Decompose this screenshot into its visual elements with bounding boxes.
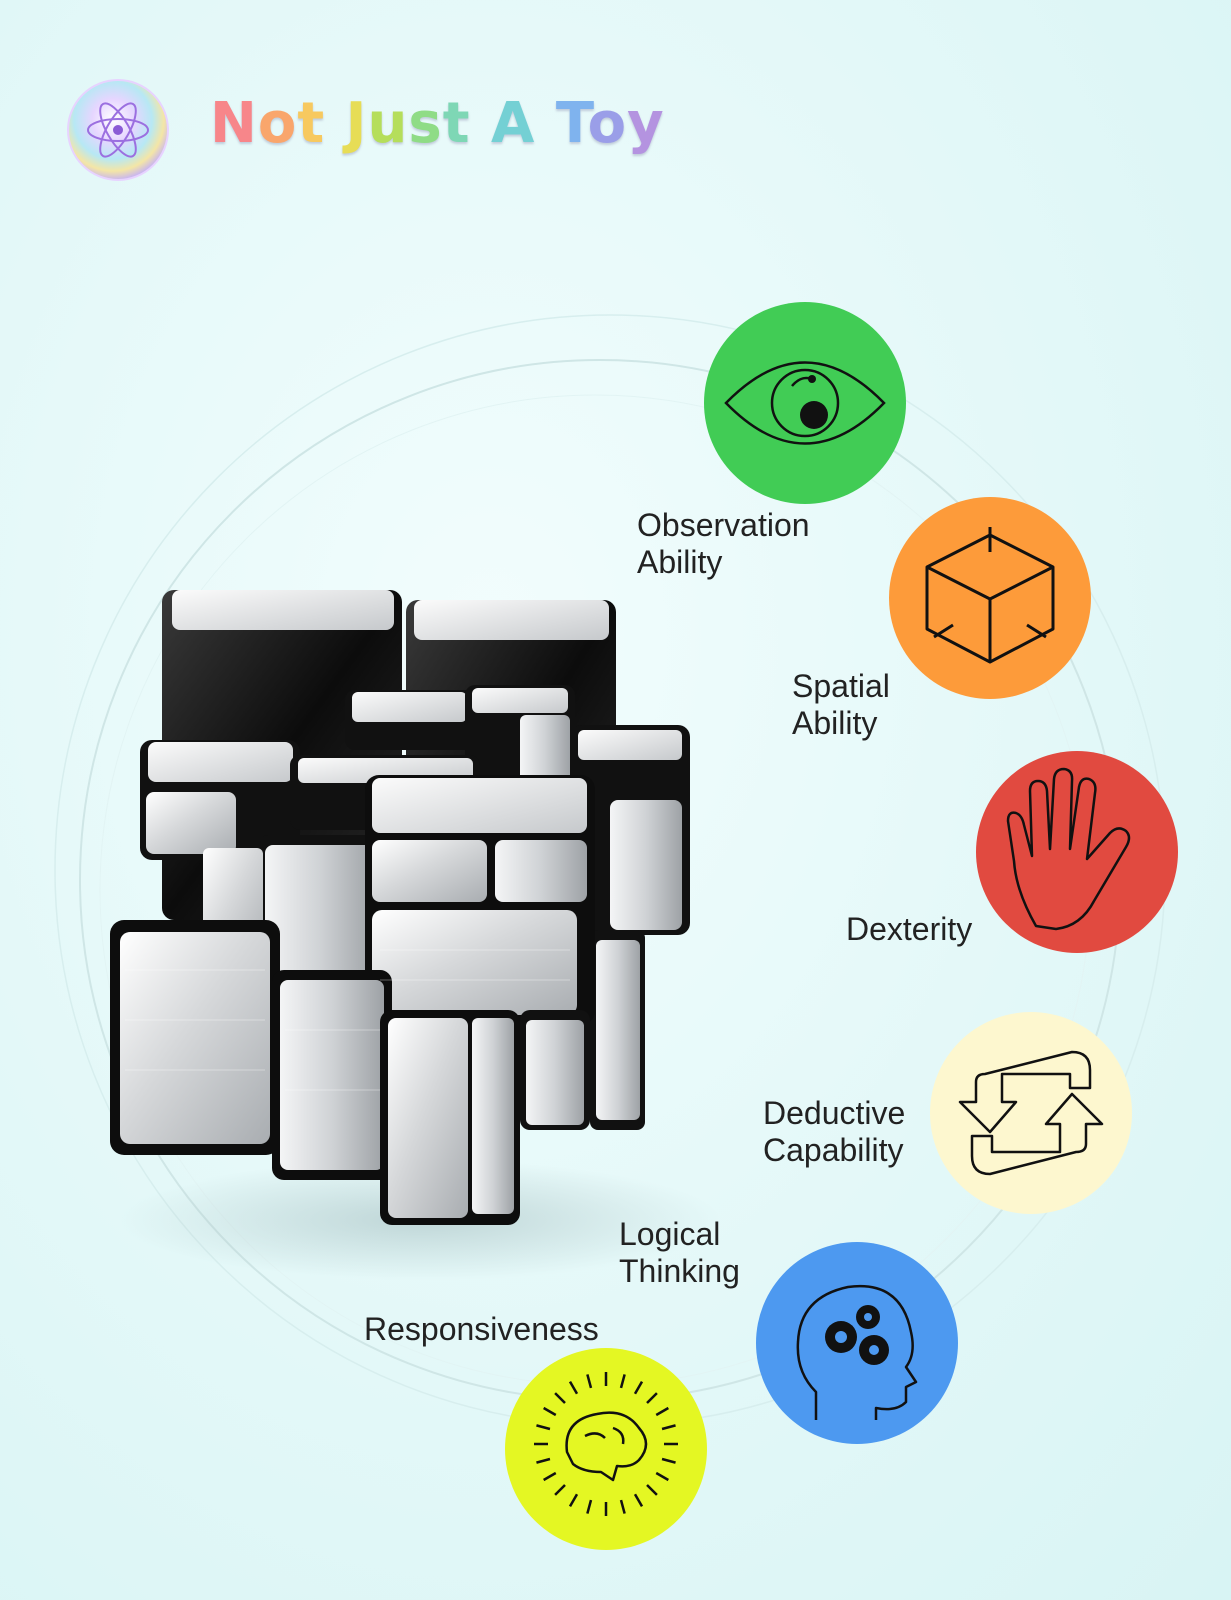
headline-letter: s: [408, 91, 443, 156]
headline-letter: T: [555, 91, 588, 156]
headline-letter: u: [367, 91, 409, 156]
label-line: Dexterity: [846, 911, 973, 947]
eye-icon: [724, 361, 886, 445]
headline-letter: t: [442, 91, 471, 156]
deductive-circle: [930, 1012, 1132, 1214]
logo-atom-icon: [67, 79, 169, 181]
headline-letter: o: [587, 91, 628, 156]
hand-icon: [1006, 767, 1131, 931]
headline-letter: A: [490, 91, 536, 156]
headline-letter: t: [297, 91, 326, 156]
label-line: Thinking: [619, 1253, 740, 1289]
brain-idea-icon: [565, 1411, 648, 1482]
label-line: Observation: [637, 507, 810, 543]
label-line: Deductive: [763, 1095, 906, 1131]
headline-letter: y: [627, 91, 665, 156]
label-responsiveness: Responsiveness: [364, 1311, 599, 1348]
headline-letter: o: [257, 91, 298, 156]
observation-circle: [704, 302, 906, 504]
label-dexterity: Dexterity: [846, 911, 972, 948]
responsiveness-circle: [505, 1348, 707, 1550]
label-line: Logical: [619, 1216, 721, 1252]
spatial-circle: [889, 497, 1091, 699]
headline-letter: [535, 91, 556, 156]
label-line: Ability: [792, 705, 878, 741]
headline-letter: N: [210, 91, 258, 156]
head-gears-icon: [796, 1284, 918, 1420]
label-line: Capability: [763, 1132, 904, 1168]
logical-circle: [756, 1242, 958, 1444]
headline-letter: [325, 91, 346, 156]
label-line: Spatial: [792, 668, 890, 704]
headline-letter: [470, 91, 491, 156]
cube-icon: [925, 527, 1055, 664]
mirror-cube-icon: [110, 590, 720, 1280]
headline-letter: J: [345, 91, 368, 156]
dexterity-circle: [976, 751, 1178, 953]
label-line: Ability: [637, 544, 723, 580]
label-line: Responsiveness: [364, 1311, 599, 1347]
page-headline: Not Just A Toy: [210, 96, 665, 152]
cycle-arrows-icon: [958, 1050, 1104, 1176]
